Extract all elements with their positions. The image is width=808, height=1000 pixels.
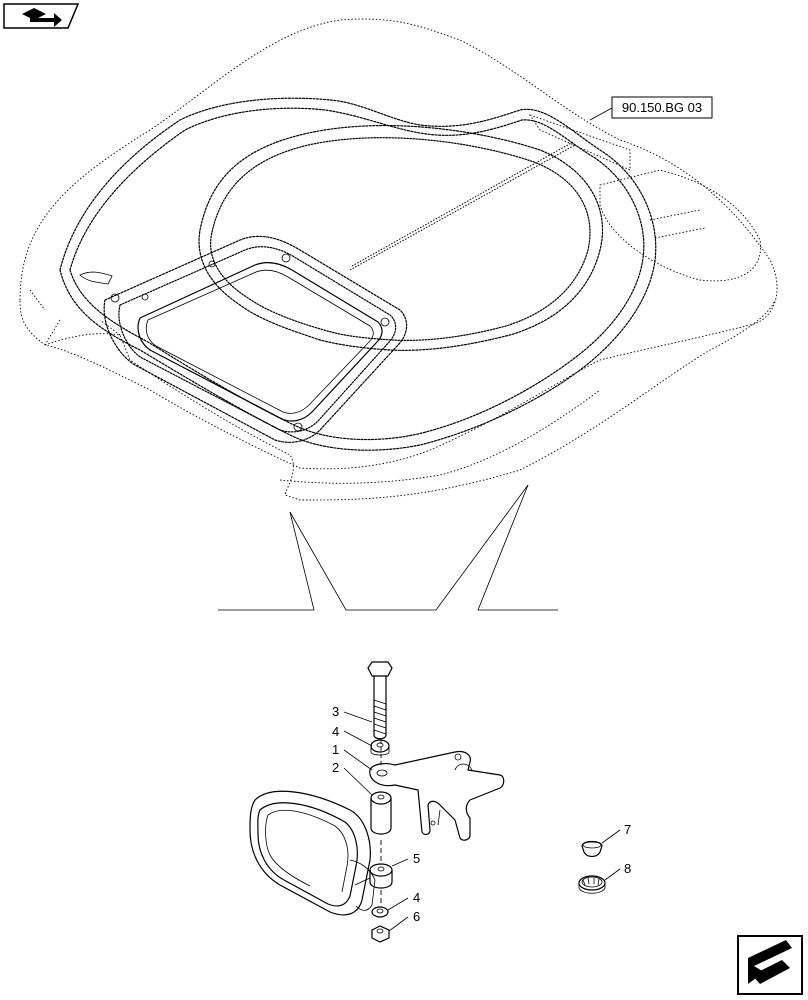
callout-8: 8 [624, 861, 631, 876]
callout-2: 2 [332, 760, 339, 775]
reference-label: 90.150.BG 03 [622, 100, 702, 115]
washer-lower [371, 906, 389, 918]
callout-6: 6 [413, 909, 420, 924]
callout-3: 3 [332, 704, 339, 719]
callout-1: 1 [332, 742, 339, 757]
callout-5: 5 [413, 851, 420, 866]
lamp-bracket [369, 750, 505, 841]
next-page-arrow-icon[interactable] [737, 935, 803, 995]
bolt [367, 661, 393, 740]
book-arrow-icon[interactable] [3, 3, 80, 29]
reference-label-box[interactable]: 90.150.BG 03 [611, 96, 713, 119]
callout-7: 7 [624, 822, 631, 837]
cab-roof-assembly [19, 18, 778, 501]
detail-zoom-lines [218, 484, 558, 611]
hose-clamp [578, 875, 606, 894]
nut [371, 925, 390, 943]
cap [581, 840, 603, 858]
rubber-bush [369, 863, 393, 889]
spacer-tube [370, 791, 392, 835]
callout-4-lower: 4 [413, 890, 420, 905]
work-lamp [249, 790, 376, 916]
washer-upper [370, 739, 390, 756]
callout-leaders [343, 711, 621, 932]
callout-4-upper: 4 [332, 724, 339, 739]
